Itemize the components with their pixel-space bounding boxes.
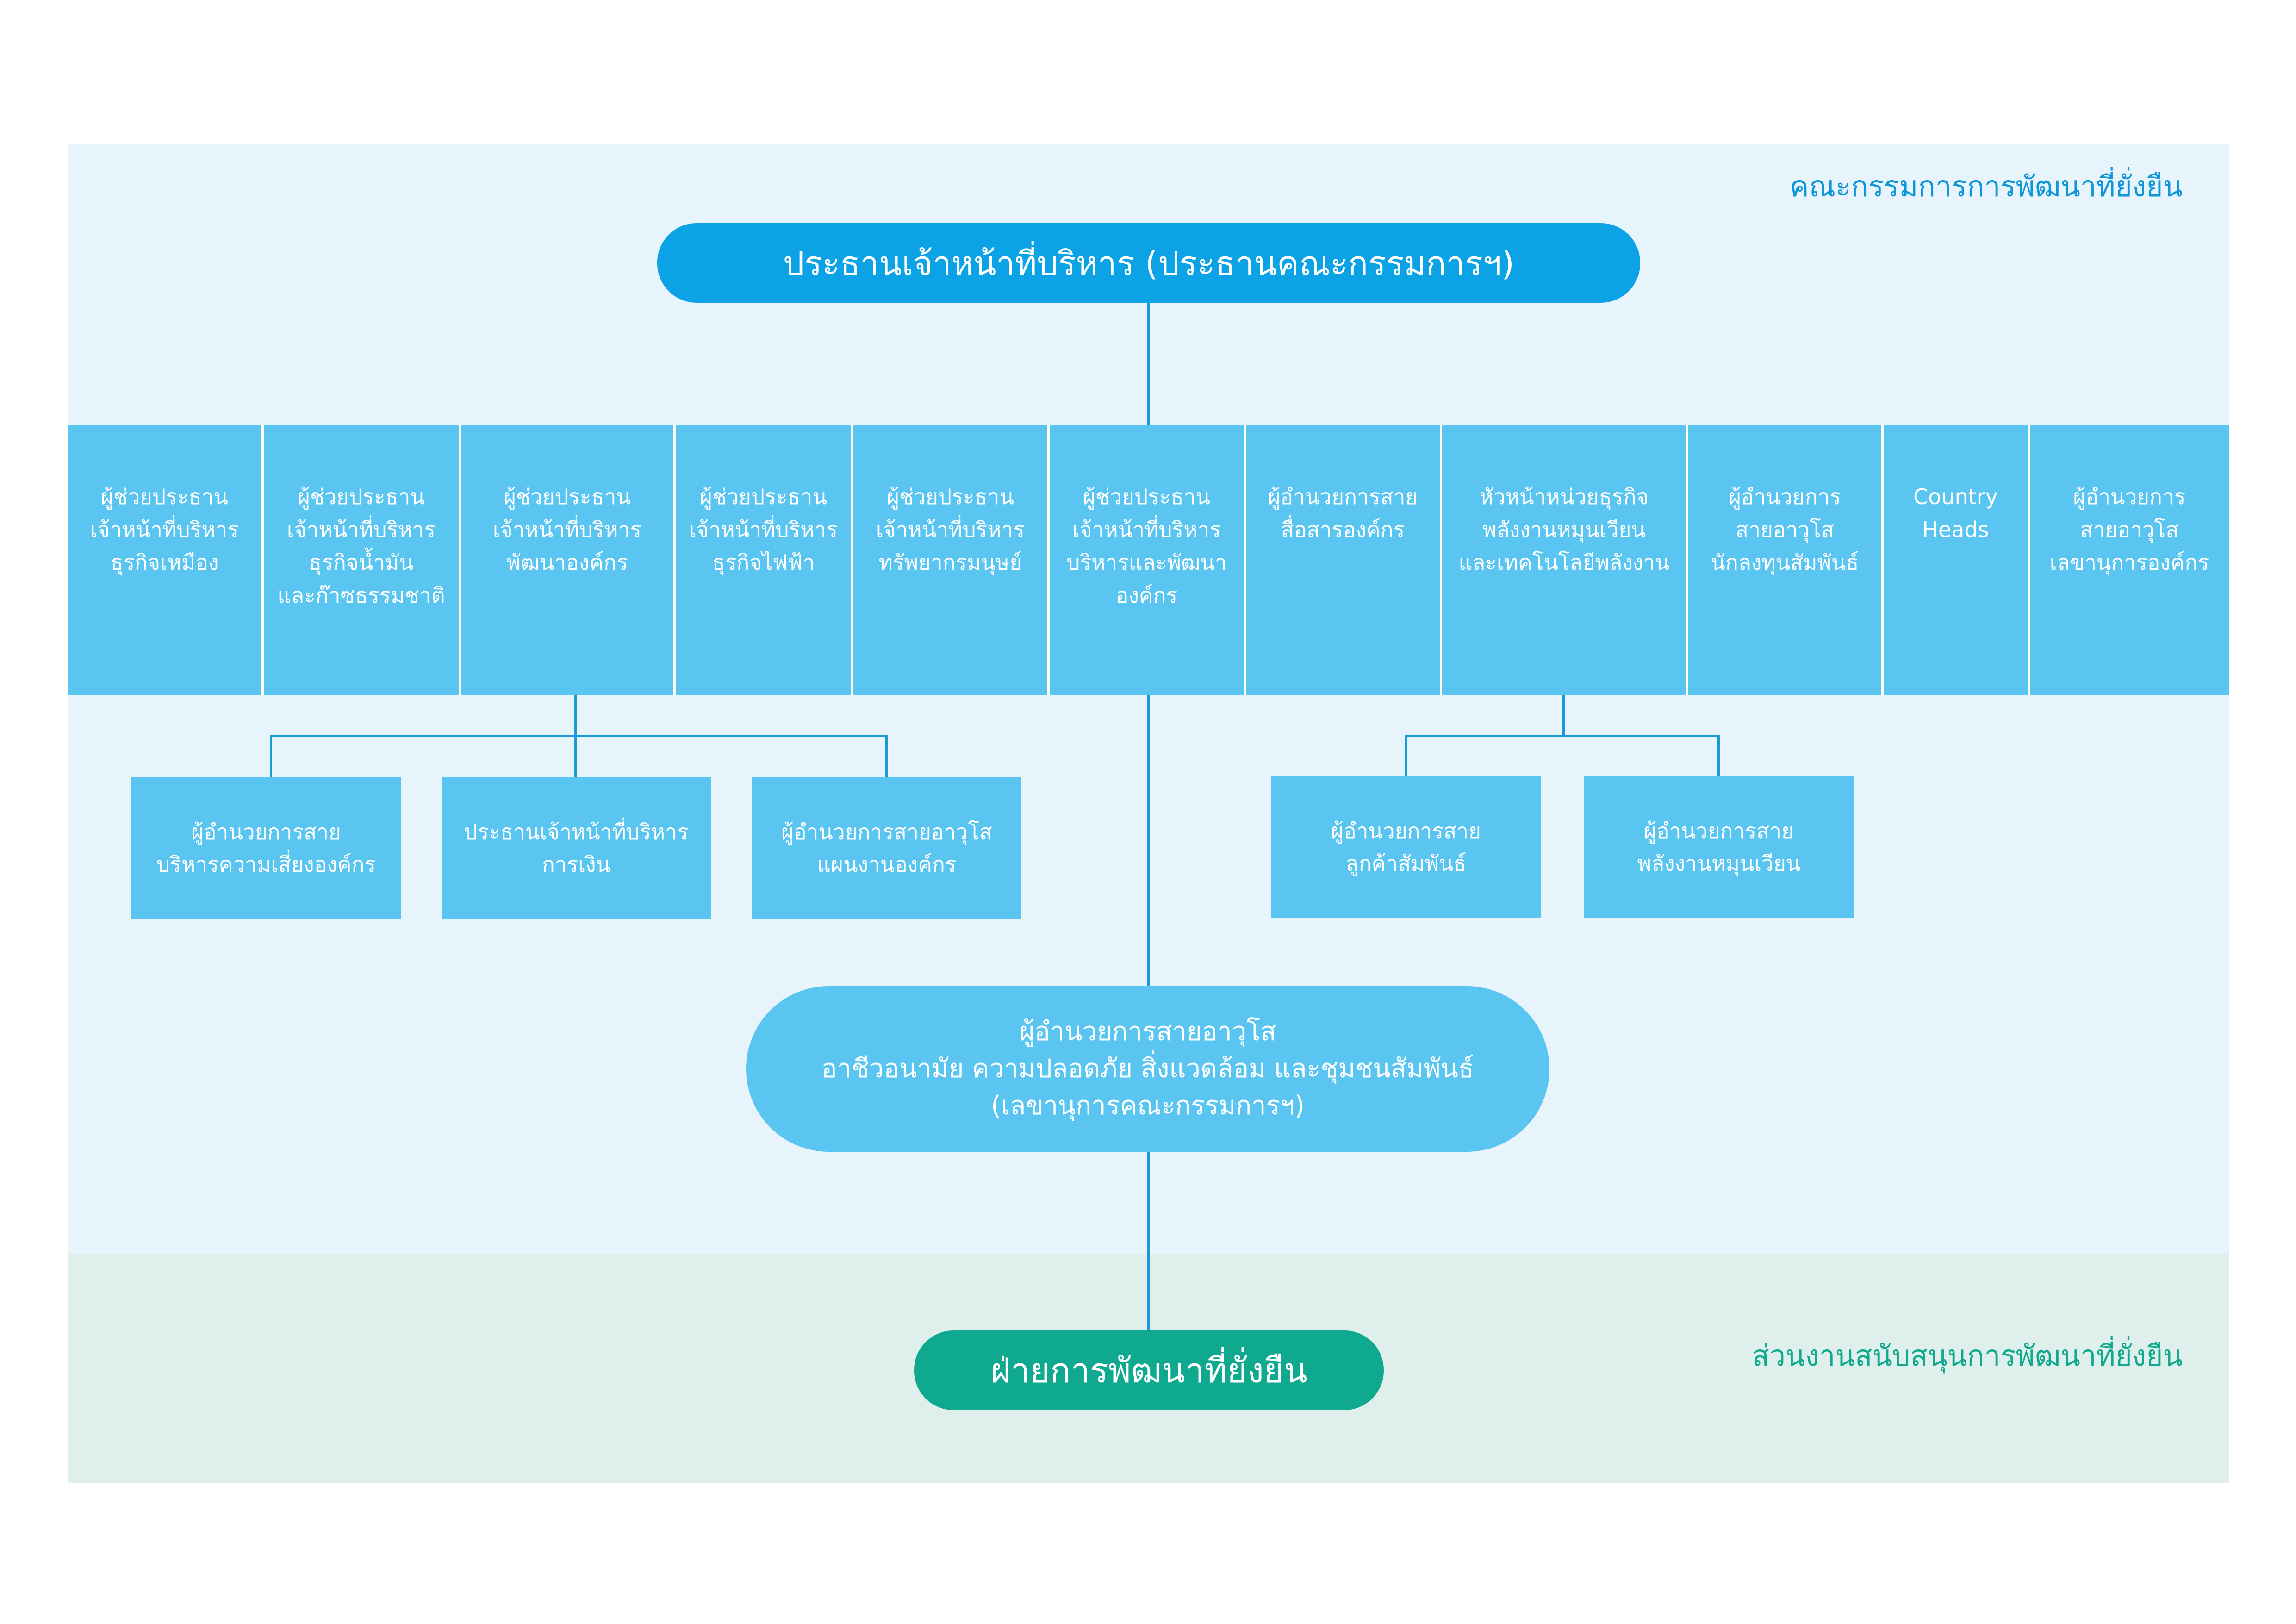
support-title: ส่วนงานสนับสนุนการพัฒนาที่ยั่งยืน bbox=[1752, 1339, 2183, 1373]
member-renewable-energy: หัวหน้าหน่วยธุรกิจ พลังงานหมุนเวียน และเ… bbox=[1442, 425, 1688, 695]
report-risk-management: ผู้อำนวยการสาย บริหารความเสี่ยงองค์กร bbox=[131, 777, 401, 919]
connector-row-to-secretary bbox=[1147, 695, 1150, 986]
connector-secretary-to-department bbox=[1147, 1152, 1150, 1330]
connector-renewable-drop-2 bbox=[1717, 735, 1720, 777]
committee-members-row: ผู้ช่วยประธาน เจ้าหน้าที่บริหาร ธุรกิจเห… bbox=[68, 425, 2229, 695]
connector-orgdev-drop-1 bbox=[270, 735, 272, 778]
committee-title: คณะกรรมการการพัฒนาที่ยั่งยืน bbox=[1790, 169, 2183, 203]
chair-box: ประธานเจ้าหน้าที่บริหาร (ประธานคณะกรรมกา… bbox=[657, 223, 1640, 303]
member-mining: ผู้ช่วยประธาน เจ้าหน้าที่บริหาร ธุรกิจเห… bbox=[68, 425, 264, 695]
member-oil-gas: ผู้ช่วยประธาน เจ้าหน้าที่บริหาร ธุรกิจน้… bbox=[264, 425, 461, 695]
connector-orgdev-drop-3 bbox=[885, 735, 888, 778]
connector-orgdev-drop-2 bbox=[574, 735, 577, 778]
department-box: ฝ่ายการพัฒนาที่ยั่งยืน bbox=[914, 1330, 1384, 1410]
member-corporate-communication: ผู้อำนวยการสาย สื่อสารองค์กร bbox=[1246, 425, 1442, 695]
report-corporate-planning: ผู้อำนวยการสายอาวุโส แผนงานองค์กร bbox=[752, 777, 1021, 919]
connector-renewable-drop-1 bbox=[1405, 735, 1407, 777]
member-corporate-secretary: ผู้อำนวยการ สายอาวุโส เลขานุการองค์กร bbox=[2030, 425, 2229, 695]
member-org-development: ผู้ช่วยประธาน เจ้าหน้าที่บริหาร พัฒนาองค… bbox=[461, 425, 676, 695]
report-cfo: ประธานเจ้าหน้าที่บริหาร การเงิน bbox=[442, 777, 711, 919]
connector-ceo-to-row bbox=[1147, 303, 1150, 425]
connector-orgdev-down bbox=[574, 695, 577, 736]
secretary-box: ผู้อำนวยการสายอาวุโส อาชีวอนามัย ความปลอ… bbox=[746, 986, 1549, 1152]
member-investor-relations: ผู้อำนวยการ สายอาวุโส นักลงทุนสัมพันธ์ bbox=[1688, 425, 1884, 695]
report-customer-relations: ผู้อำนวยการสาย ลูกค้าสัมพันธ์ bbox=[1271, 776, 1541, 918]
member-admin-development: ผู้ช่วยประธาน เจ้าหน้าที่บริหาร บริหารแล… bbox=[1050, 425, 1246, 695]
member-power: ผู้ช่วยประธาน เจ้าหน้าที่บริหาร ธุรกิจไฟ… bbox=[676, 425, 853, 695]
connector-renewable-down bbox=[1562, 695, 1565, 736]
connector-orgdev-horizontal bbox=[270, 735, 888, 737]
member-country-heads: Country Heads bbox=[1884, 425, 2030, 695]
connector-renewable-horizontal bbox=[1405, 735, 1720, 737]
member-human-resources: ผู้ช่วยประธาน เจ้าหน้าที่บริหาร ทรัพยากร… bbox=[853, 425, 1050, 695]
report-renewable-energy: ผู้อำนวยการสาย พลังงานหมุนเวียน bbox=[1584, 776, 1854, 918]
